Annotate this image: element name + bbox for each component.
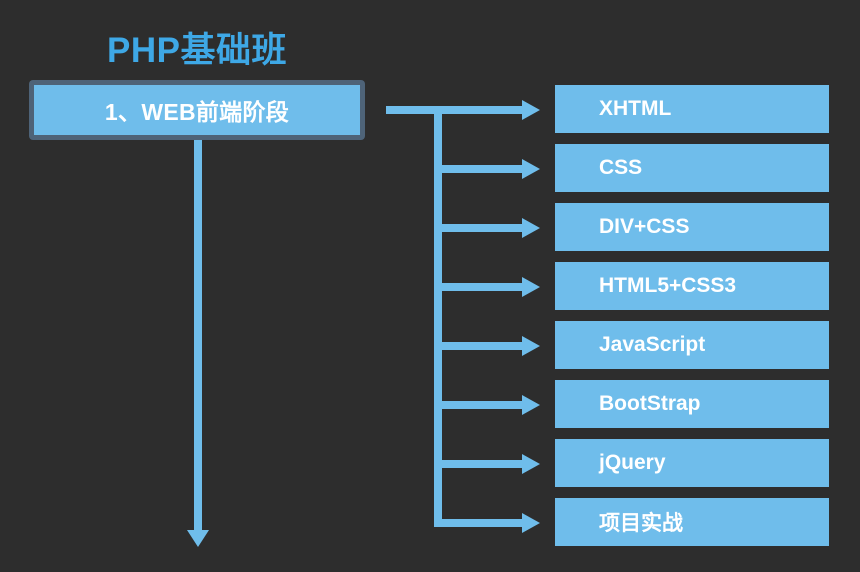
branch-arrowhead <box>522 277 540 297</box>
branch-arrowhead <box>522 513 540 533</box>
stage-down-arrowhead <box>187 530 209 547</box>
branch-arrowhead <box>522 218 540 238</box>
topic-box: XHTML <box>555 85 829 133</box>
topic-label: BootStrap <box>599 392 701 415</box>
topic-box: jQuery <box>555 439 829 487</box>
topic-label: XHTML <box>599 97 672 120</box>
topic-box: 项目实战 <box>555 498 829 546</box>
branch-arrowhead <box>522 100 540 120</box>
branch-arrowhead <box>522 159 540 179</box>
topic-box: DIV+CSS <box>555 203 829 251</box>
branch-arrowhead <box>522 454 540 474</box>
topic-label: JavaScript <box>599 333 706 356</box>
topic-label: jQuery <box>599 451 666 474</box>
branch-arrowhead <box>522 395 540 415</box>
stage-label: 1、WEB前端阶段 <box>34 85 360 135</box>
topic-box: HTML5+CSS3 <box>555 262 829 310</box>
topic-box: BootStrap <box>555 380 829 428</box>
branch-arrowhead <box>522 336 540 356</box>
branch-group <box>434 100 540 533</box>
topic-box: JavaScript <box>555 321 829 369</box>
topic-label: HTML5+CSS3 <box>599 274 737 297</box>
topic-label: CSS <box>599 156 643 179</box>
stage-box: 1、WEB前端阶段 <box>29 80 365 140</box>
diagram-title: PHP基础班 <box>107 31 287 70</box>
topic-label: 项目实战 <box>599 512 683 535</box>
topic-label: DIV+CSS <box>599 215 690 238</box>
topic-box: CSS <box>555 144 829 192</box>
